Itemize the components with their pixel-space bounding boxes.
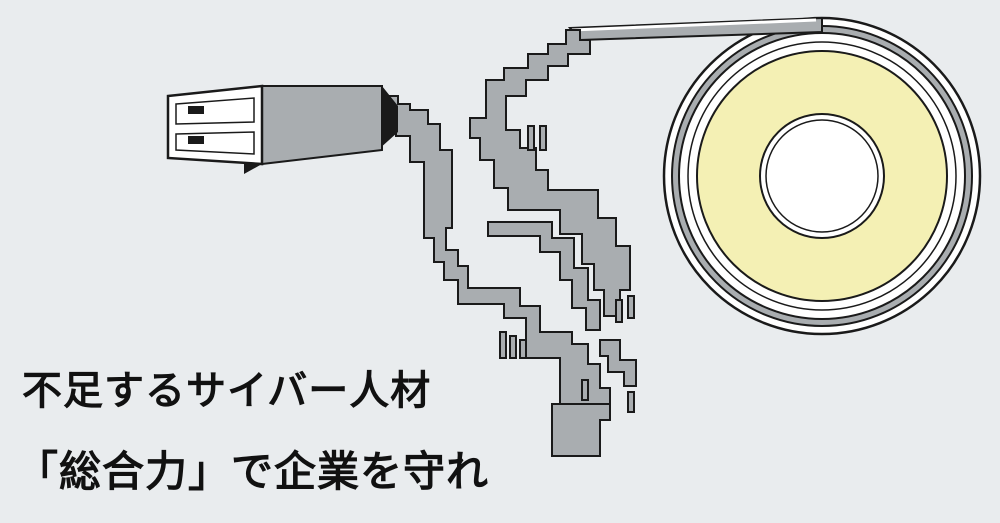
circuit-cable-icon xyxy=(381,29,637,457)
usb-plug-icon xyxy=(166,84,398,174)
tape-roll-icon xyxy=(662,16,982,336)
headline-line-2: 「総合力」で企業を守れ xyxy=(16,447,490,496)
headline-line-1: 不足するサイバー人材 xyxy=(22,368,432,414)
